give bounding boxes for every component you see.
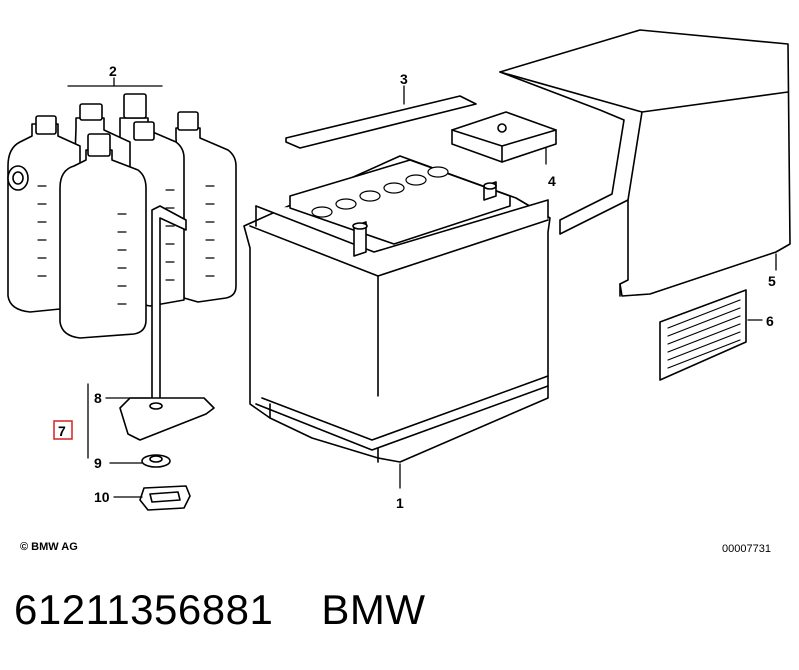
callout-3: 3 [400,71,408,87]
callout-5: 5 [768,273,776,289]
washer [141,454,171,468]
callout-9: 9 [94,455,102,471]
battery [243,155,551,463]
callout-10: 10 [94,489,110,505]
callout-8: 8 [94,390,102,406]
battery-hold-down-bracket [119,205,215,441]
callout-7-highlight-box[interactable] [53,420,73,440]
callout-6: 6 [766,313,774,329]
leader-lines [67,77,777,498]
callout-1: 1 [396,495,404,511]
part-number: 61211356881 [14,586,274,633]
callout-2: 2 [109,63,117,79]
parts-diagram: 1 2 3 4 5 6 7 8 9 10 [7,29,791,511]
clamp-nut [139,485,191,511]
brand-name: BMW [321,586,426,633]
fluid-bottles-set [7,93,237,339]
diagram-number: 00007731 [722,543,771,555]
callout-7[interactable]: 7 [58,423,66,439]
callout-4: 4 [548,173,556,189]
vent-grille [659,289,747,381]
copyright-notice: © BMW AG [20,541,78,553]
terminal-cover-strip [285,95,477,149]
battery-cover [499,29,791,297]
terminal-cover [451,111,557,163]
part-caption: 61211356881 BMW [14,586,425,634]
